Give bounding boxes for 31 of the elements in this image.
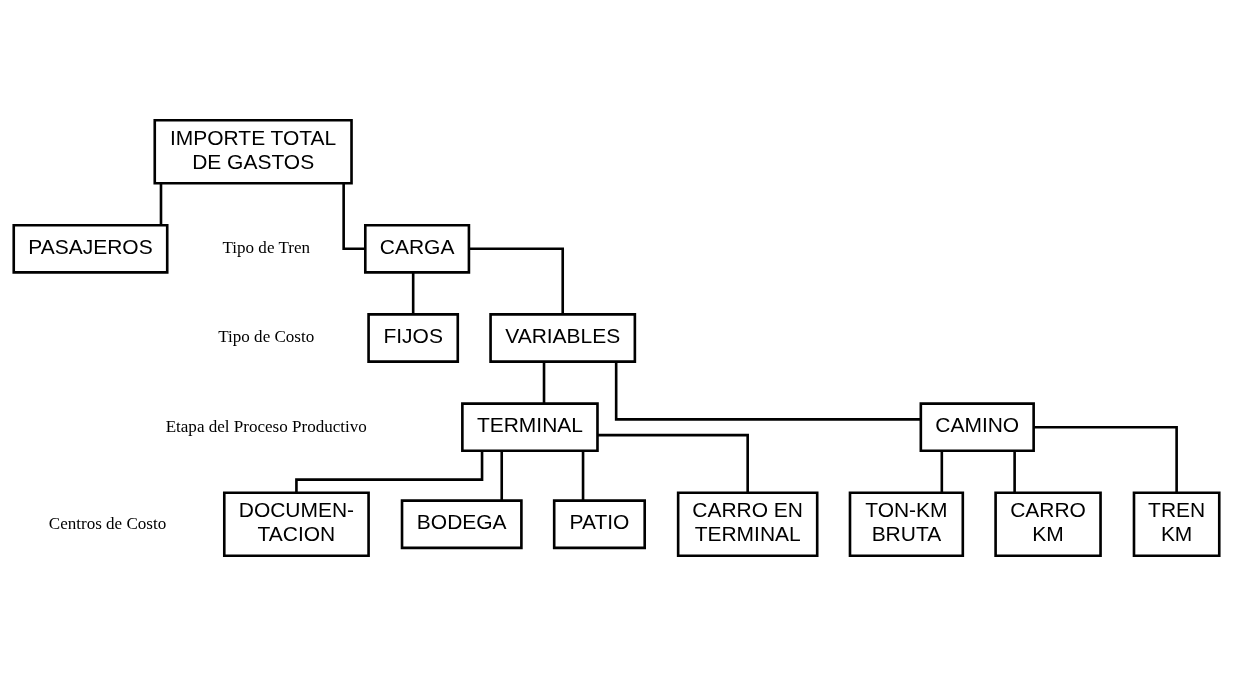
label: Tipo de Costo [218,326,315,346]
node-box: VARIABLES [489,312,637,363]
node-box: CARRO EN TERMINAL [676,491,819,557]
node-box: DOCUMEN- TACION [222,491,370,557]
label: Centros de Costo [48,513,167,533]
connector [581,450,585,501]
node-box: PASAJEROS [12,223,169,274]
connector [940,450,944,492]
connector [597,433,749,493]
node-box: PATIO [552,498,646,549]
connector [295,450,484,492]
node-box: TERMINAL [461,401,599,452]
label: Tipo de Tren [222,237,310,257]
label: Etapa del Proceso Productivo [165,416,367,436]
node-box: IMPORTE TOTAL DE GASTOS [153,118,353,184]
node-box: TON-KM BRUTA [848,491,965,557]
node-box: CARGA [364,223,471,274]
connector [469,247,565,314]
connector [159,183,163,225]
connector [1033,425,1178,492]
node-box: CARRO KM [994,491,1102,557]
node-box: BODEGA [400,498,523,549]
connector [1013,450,1016,492]
node-box: FIJOS [367,312,460,363]
connector [500,450,504,501]
connector [542,361,546,403]
node-box: TREN KM [1132,491,1221,557]
connector [342,183,366,250]
node-box: CAMINO [919,401,1035,452]
connector [614,361,921,421]
connector [411,272,415,314]
